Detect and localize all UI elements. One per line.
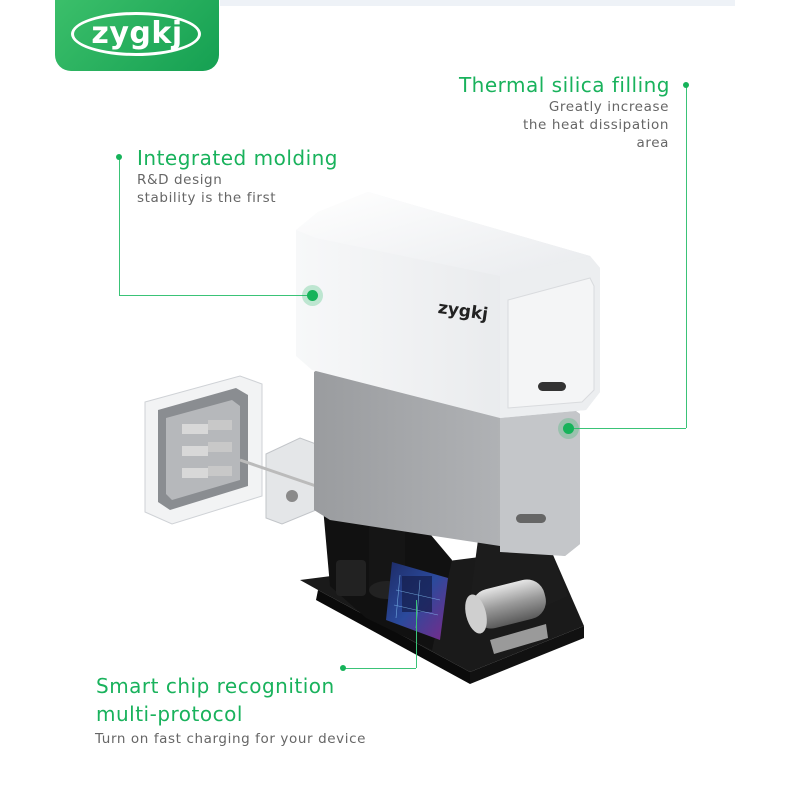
leader-line-icon: [119, 295, 312, 296]
leader-line-icon: [686, 85, 687, 428]
plug-assembly: [144, 375, 317, 525]
logo-text: zygkj: [91, 16, 183, 51]
callout-dot-icon: [307, 290, 318, 301]
callout-dot-icon: [683, 82, 689, 88]
leader-line-icon: [416, 600, 417, 668]
callout-dot-icon: [563, 423, 574, 434]
feature-title-chip: Smart chip recognition: [96, 674, 335, 698]
leader-line-icon: [570, 428, 686, 429]
capacitor: [465, 579, 548, 654]
logo-oval-icon: [71, 12, 201, 56]
chip-board: [386, 562, 448, 640]
callout-dot-icon: [116, 154, 122, 160]
feature-desc-thermal: Greatly increase the heat dissipation ar…: [523, 98, 669, 152]
callout-dot-icon: [340, 665, 346, 671]
feature-desc-molding: R&D design stability is the first: [137, 171, 276, 207]
leader-line-icon: [119, 157, 120, 295]
desc-line: R&D design: [137, 172, 223, 188]
brand-logo: zygkj: [55, 0, 219, 71]
feature-title-molding: Integrated molding: [137, 146, 338, 170]
feature-title-thermal: Thermal silica filling: [458, 73, 670, 97]
feature-desc-chip: Turn on fast charging for your device: [95, 731, 367, 747]
feature-title-chip-2: multi-protocol: [96, 702, 243, 726]
leader-line-icon: [343, 668, 416, 669]
desc-line: Greatly increase: [548, 99, 669, 115]
white-outer-case: zygkj: [296, 192, 600, 418]
desc-line: the heat dissipation: [522, 117, 669, 133]
desc-line: stability is the first: [137, 190, 277, 206]
desc-line: area: [636, 135, 669, 151]
top-strip: [220, 0, 735, 6]
